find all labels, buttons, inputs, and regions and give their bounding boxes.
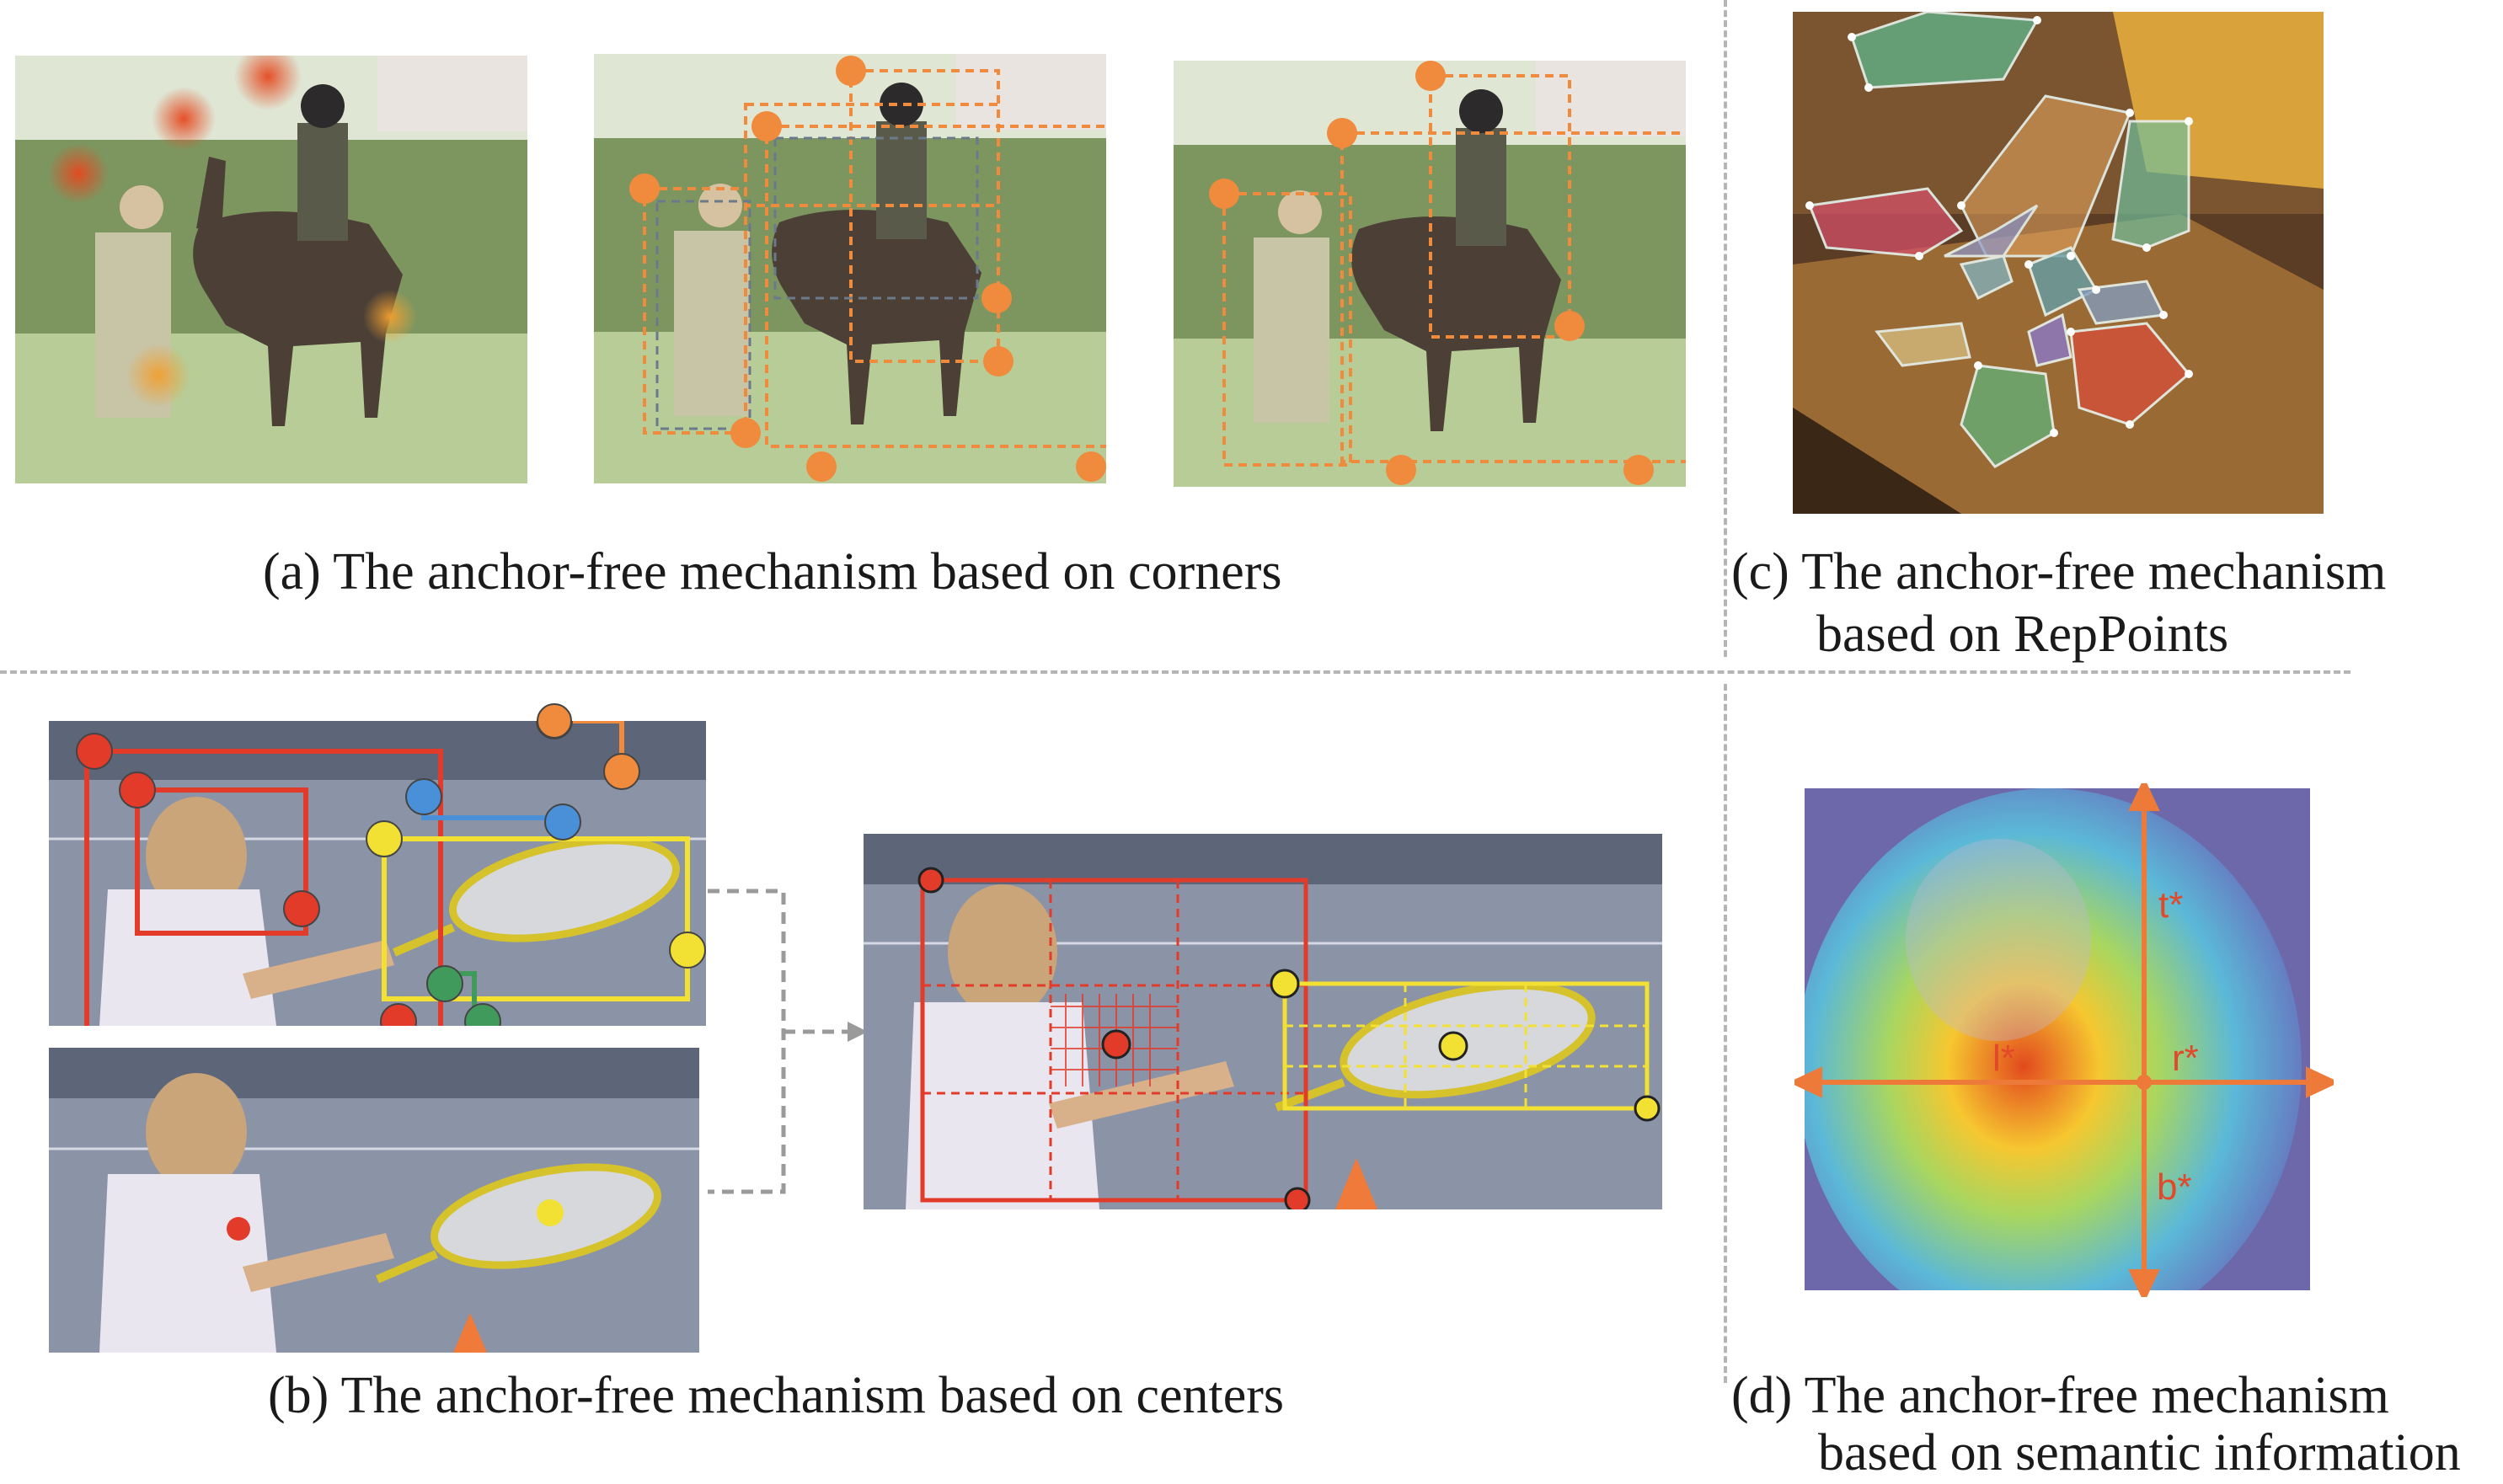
vertical-divider-top bbox=[1724, 0, 1727, 657]
horizontal-divider bbox=[0, 670, 2351, 674]
caption-a: (a) The anchor-free mechanism based on c… bbox=[263, 543, 1282, 601]
connector-arrows bbox=[708, 889, 868, 1194]
corner-boxes-photo bbox=[1174, 61, 1686, 487]
label-l-star: l* bbox=[1992, 1038, 2015, 1079]
caption-d-line1: (d) The anchor-free mechanism bbox=[1731, 1367, 2389, 1424]
center-points-photo bbox=[49, 1048, 699, 1353]
vertical-divider-bottom bbox=[1724, 684, 1727, 1383]
caption-c-line2: based on RepPoints bbox=[1816, 606, 2229, 663]
corner-heatmap-photo bbox=[15, 56, 527, 483]
caption-d-line2: based on semantic information bbox=[1818, 1424, 2461, 1481]
corner-pairs-photo bbox=[594, 54, 1106, 483]
reppoints-photo bbox=[1793, 12, 2324, 514]
semantic-heatmap-photo bbox=[1805, 788, 2310, 1290]
label-r-star: r* bbox=[2172, 1038, 2199, 1079]
center-regions-photo bbox=[864, 834, 1662, 1209]
semantic-distance-arrows bbox=[1794, 783, 2334, 1297]
caption-b: (b) The anchor-free mechanism based on c… bbox=[268, 1367, 1285, 1424]
center-corners-photo bbox=[49, 721, 706, 1026]
label-t-star: t* bbox=[2158, 884, 2184, 926]
caption-c-line1: (c) The anchor-free mechanism bbox=[1731, 543, 2387, 601]
label-b-star: b* bbox=[2157, 1166, 2192, 1208]
corner-pair-extras bbox=[537, 703, 572, 739]
